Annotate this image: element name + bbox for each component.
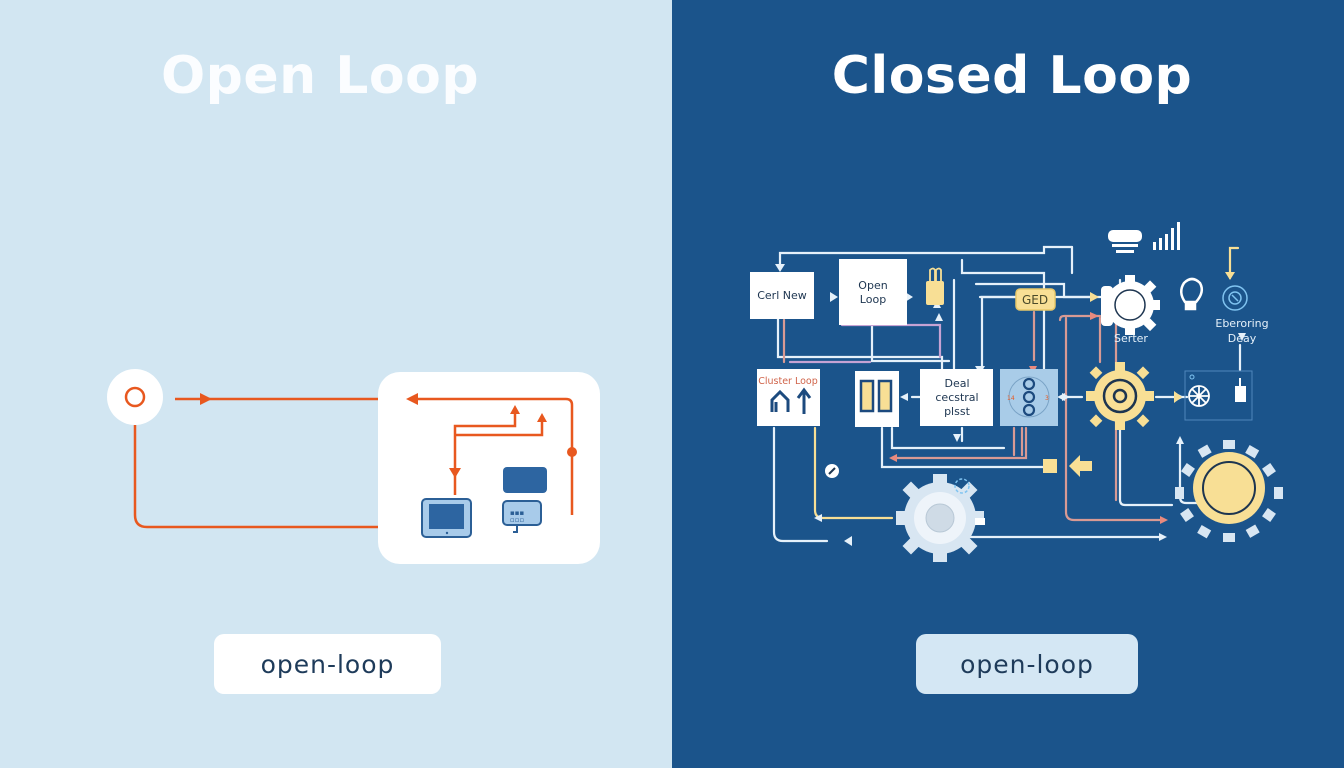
lamp-icon: [1108, 230, 1142, 253]
dual-control-label-2: cecstral: [935, 391, 978, 404]
gauge-bar-icon: [859, 379, 875, 413]
dual-control-label-1: Deal: [944, 377, 969, 390]
gauge-bar-icon: [877, 379, 893, 413]
yellow-gear-icon: [1086, 362, 1154, 430]
arrow-up-icon: [935, 313, 943, 321]
arrow-up-icon: [510, 405, 520, 414]
lightbulb-icon: [1180, 277, 1204, 311]
input-node: [107, 369, 163, 425]
arrow-down-icon: [775, 264, 785, 272]
arrow-left-icon: [900, 393, 908, 401]
small-connector-icon: [975, 518, 985, 525]
arrow-right-icon: [1090, 292, 1099, 302]
sensor-label: Serter: [1114, 332, 1148, 345]
event-label-1: Eberoring: [1215, 317, 1268, 330]
cluster-loop-box-label: Cluster Loop: [758, 376, 818, 387]
node-panel: 14 3: [1000, 369, 1058, 426]
battery-icon: [926, 267, 944, 305]
open-loop-box-label-1: Open: [858, 279, 887, 292]
open-loop-diagram: ▪▪▪ ▫▫▫: [107, 369, 600, 564]
wire: [890, 426, 1006, 450]
arrow-left-icon: [814, 514, 822, 522]
controller-box-label: Cerl New: [757, 289, 807, 302]
arrow-up-icon: [770, 389, 790, 412]
ged-tag-label: GED: [1022, 293, 1048, 307]
arrow-left-icon: [406, 393, 418, 405]
arrow-down-icon: [1225, 272, 1235, 280]
monitor-icon: [421, 498, 472, 538]
arrow-down-icon: [953, 434, 961, 442]
event-label-2: Deay: [1228, 332, 1257, 345]
feedback-wire: [840, 323, 942, 359]
arrow-right-icon: [1062, 393, 1070, 401]
controller-box: [750, 272, 814, 319]
ged-tag: [1015, 288, 1056, 311]
open-loop-title: Open Loop: [160, 46, 480, 106]
wire: [813, 426, 894, 520]
svg-text:3: 3: [1045, 395, 1049, 402]
white-gear-icon: [896, 474, 984, 562]
arrow-down-icon: [449, 468, 461, 478]
sun-dial-icon: [1175, 440, 1283, 542]
dual-control-label-3: plsst: [944, 405, 971, 418]
wire: [980, 295, 1019, 372]
feedback-wire: [890, 426, 1028, 460]
arrow-right-icon: [1090, 312, 1099, 320]
sensor-gear-icon: [1101, 275, 1160, 335]
feedback-wire: [1064, 316, 1164, 522]
wire: [880, 426, 1054, 469]
feedback-line: [412, 397, 574, 515]
svg-text:▪▪▪: ▪▪▪: [510, 509, 524, 517]
svg-text:14: 14: [1007, 395, 1015, 402]
arrow-right-icon: [1159, 533, 1167, 541]
closed-loop-label-badge: open-loop: [916, 634, 1138, 694]
branch-line-1: [453, 412, 517, 495]
open-loop-box: [839, 259, 907, 325]
dual-control-box: [920, 369, 993, 426]
wire: [960, 258, 1046, 377]
feedback-wire: [1012, 426, 1024, 457]
arrow-right-icon: [200, 393, 212, 405]
wire: [776, 316, 944, 372]
feedback-wire: [1058, 314, 1102, 322]
closed-loop-panel: Closed Loop: [672, 0, 1344, 768]
arrow-right-icon: [1174, 391, 1182, 403]
junction-dot: [567, 447, 577, 457]
closed-loop-diagram: Cerl New Open Loop GED Cluster Loop Deal…: [750, 222, 1283, 562]
wire: [772, 426, 829, 543]
fan-panel: [1184, 370, 1253, 421]
arrow-up-icon: [1176, 436, 1184, 444]
cycle-icon: [1222, 285, 1248, 311]
arrow-left-icon: [1069, 455, 1092, 477]
open-loop-panel: Open Loop ▪▪▪ ▫▫▫: [0, 0, 672, 768]
wire: [778, 245, 1074, 270]
svg-text:▫▫▫: ▫▫▫: [510, 516, 524, 524]
arrow-right-icon: [830, 292, 838, 302]
arrow-left-icon: [844, 536, 852, 546]
arrow-up-icon: [796, 387, 812, 414]
closed-loop-title: Closed Loop: [831, 46, 1193, 106]
fan-icon: [1188, 385, 1210, 407]
open-loop-label-badge: open-loop: [214, 634, 441, 694]
controller-device-icon: ▪▪▪ ▫▫▫: [502, 467, 547, 533]
arrow-right-icon: [1160, 516, 1168, 524]
arrow-up-icon: [537, 413, 547, 422]
small-gear-outline-icon: [954, 478, 970, 494]
signal-bars-icon: [1153, 222, 1180, 250]
return-line: [133, 425, 380, 529]
circle-node-icon: [124, 386, 146, 408]
plug-icon: [1235, 386, 1246, 402]
arrow-left-icon: [889, 454, 897, 462]
arrow-down-icon: [1238, 333, 1246, 341]
open-loop-box-label-2: Loop: [860, 293, 886, 306]
wire: [1228, 246, 1240, 280]
yellow-square-icon: [1043, 459, 1057, 473]
branch-line-2: [455, 420, 544, 437]
